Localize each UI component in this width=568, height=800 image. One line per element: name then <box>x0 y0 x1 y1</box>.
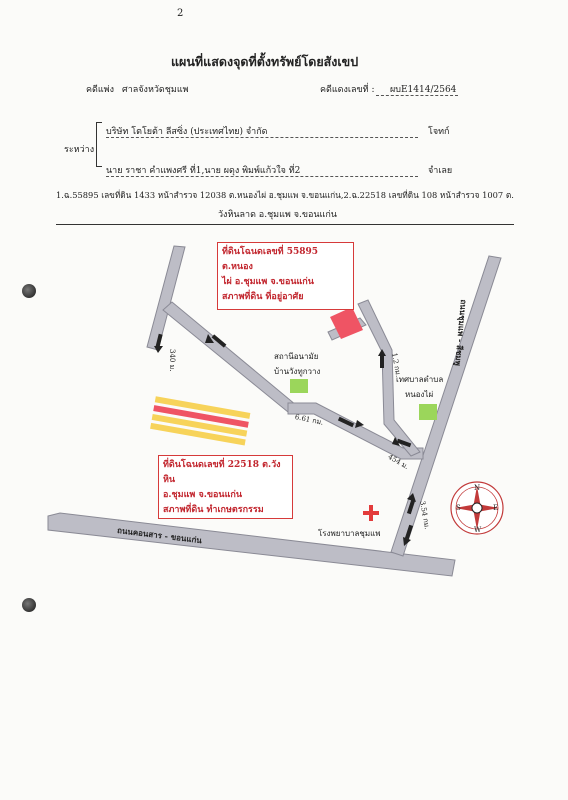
compass-s: S <box>456 504 461 512</box>
property-description-line2: วังหินลาด อ.ชุมแพ จ.ขอนแก่น <box>218 210 337 220</box>
case-label: คดีแดงเลขที่ : <box>320 85 375 95</box>
plaintiff-role: โจทก์ <box>428 127 450 137</box>
punch-hole-bottom <box>22 598 36 612</box>
direction-arrows <box>154 333 416 546</box>
road-network <box>47 245 502 577</box>
box1-line2: ไผ่ อ.ชุมแพ จ.ขอนแก่น <box>222 277 314 287</box>
hospital-cross-icon <box>363 505 379 521</box>
land-plot-55895 <box>330 307 363 339</box>
case-underline <box>376 95 458 96</box>
box1-line1: ที่ดินโฉนดเลขที่ 55895 ต.หนอง <box>222 247 319 272</box>
main-road <box>47 512 456 577</box>
compass-e: E <box>493 504 499 512</box>
property-description-line1: 1.ฉ.55895 เลขที่ดิน 1433 หน้าสำรวจ 12038… <box>56 190 514 200</box>
right-road <box>390 255 502 557</box>
municipality-marker <box>419 404 437 420</box>
box1-line3: สภาพที่ดิน ที่อยู่อาศัย <box>222 292 304 302</box>
court-name: ศาลจังหวัดชุมแพ <box>122 85 189 95</box>
court-label: คดีแพ่ง <box>86 85 114 95</box>
plaintiff-underline <box>106 137 418 138</box>
box2-line3: สภาพที่ดิน ทำเกษตรกรรม <box>163 505 264 515</box>
hospital-label: โรงพยาบาลชุมแพ <box>318 529 381 538</box>
box2-line2: อ.ชุมแพ จ.ขอนแก่น <box>163 490 242 500</box>
curved-road <box>357 299 421 457</box>
page-title: แผนที่แสดงจุดที่ตั้งทรัพย์โดยสังเขป <box>171 54 359 69</box>
defendant-name: นาย ราชา คำแพงศรี ที่1,นาย ผดุง พิมพ์แก้… <box>106 166 301 176</box>
page-number: 2 <box>177 8 184 19</box>
compass-w: W <box>474 526 482 534</box>
bracket-bottom <box>96 166 102 167</box>
municipality-label-2: หนองไผ่ <box>405 390 434 399</box>
land-info-box-55895: ที่ดินโฉนดเลขที่ 55895 ต.หนอง ไผ่ อ.ชุมแ… <box>217 242 354 310</box>
plaintiff-name: บริษัท โตโยต้า ลีสซิ่ง (ประเทศไทย) จำกัด <box>106 127 268 137</box>
land-info-box-22518: ที่ดินโฉนดเลขที่ 22518 ต.วังหิน อ.ชุมแพ … <box>158 455 293 519</box>
distance-340m: 340 ม. <box>168 349 176 372</box>
compass-icon <box>450 481 504 535</box>
bracket-top <box>96 122 102 123</box>
lower-road <box>287 402 424 460</box>
parties-bracket <box>96 122 97 166</box>
health-station-label-2: บ้านวังทูกวาง <box>274 367 321 376</box>
left-vertical-road <box>146 245 186 351</box>
defendant-underline <box>106 176 418 177</box>
header-divider <box>56 224 514 225</box>
municipality-label-1: เทศบาลตำบล <box>396 375 444 384</box>
health-station-label-1: สถานีอนามัย <box>274 352 319 361</box>
land-plot-22518 <box>150 396 251 446</box>
between-label: ระหว่าง <box>64 145 95 155</box>
box2-line1: ที่ดินโฉนดเลขที่ 22518 ต.วังหิน <box>163 460 281 485</box>
compass-n: N <box>474 484 481 492</box>
case-number: ผบE1414/2564 <box>390 85 457 95</box>
health-station-marker <box>290 379 308 393</box>
punch-hole-top <box>22 284 36 298</box>
defendant-role: จำเลย <box>428 166 453 176</box>
